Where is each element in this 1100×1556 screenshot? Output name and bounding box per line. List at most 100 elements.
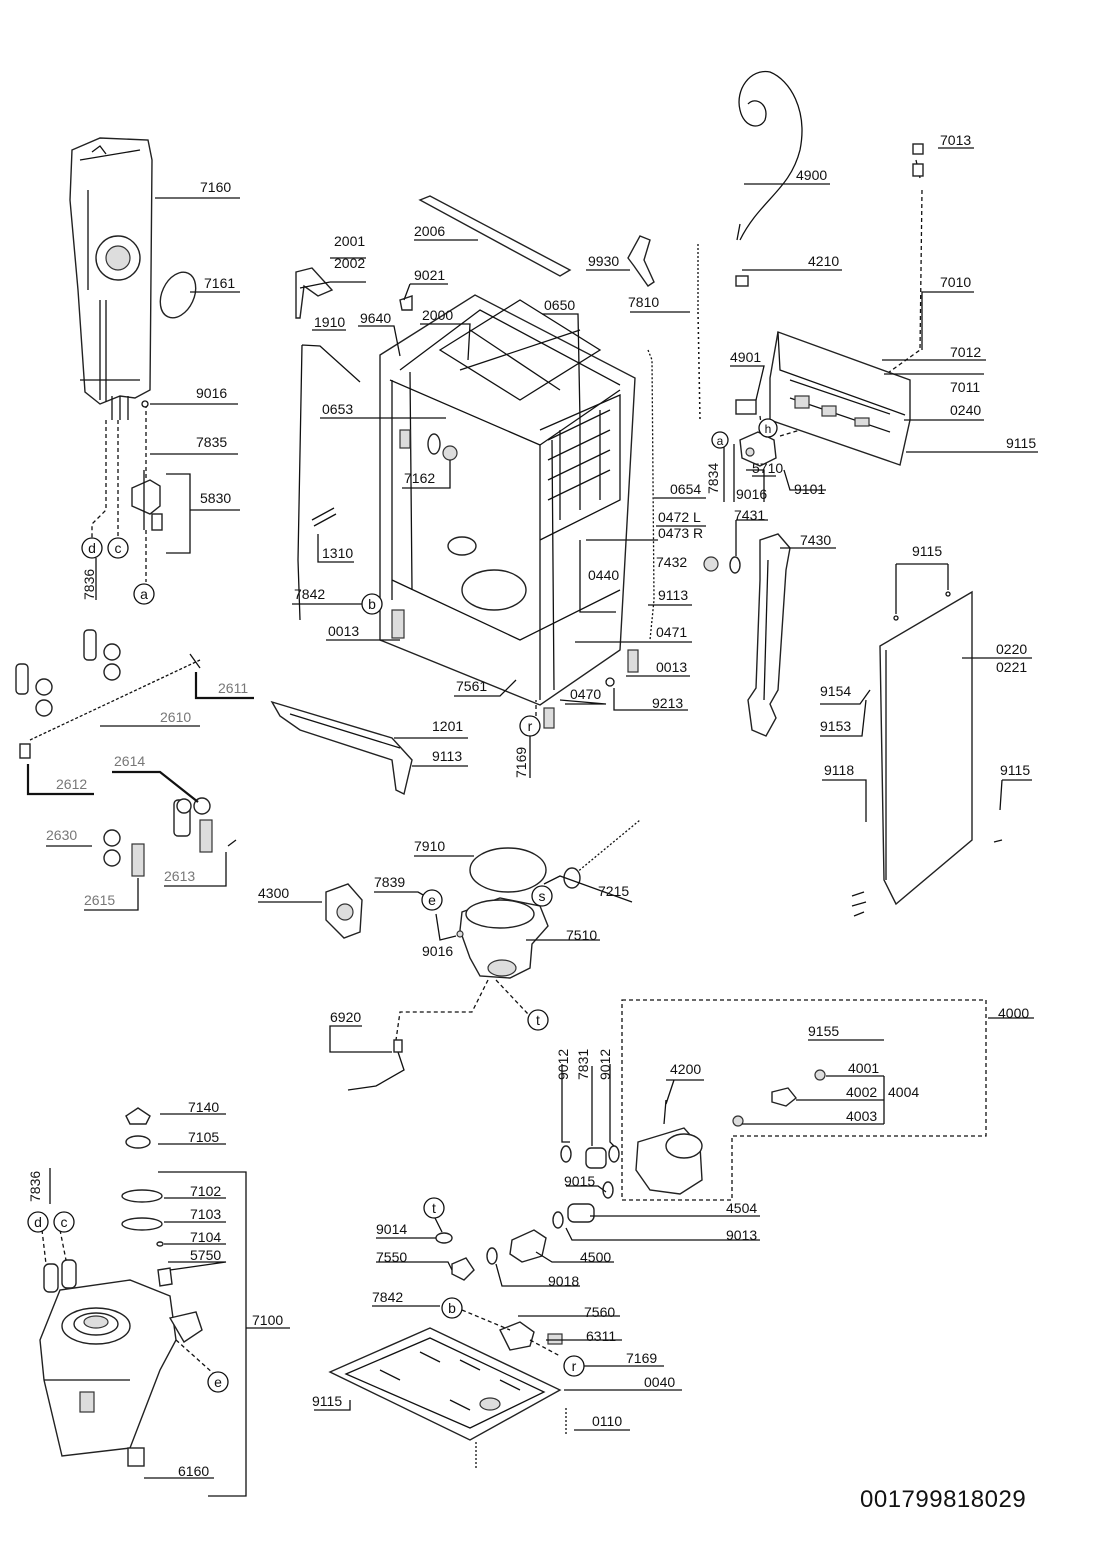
part-label-9213: 9213	[652, 695, 683, 711]
part-label-4300: 4300	[258, 885, 289, 901]
part-label-2001: 2001	[334, 233, 365, 249]
part-label-1201: 1201	[432, 718, 463, 734]
part-label-5710: 5710	[752, 460, 783, 476]
part-label-0221: 0221	[996, 659, 1027, 675]
sump-7510	[459, 897, 549, 979]
part-label-7836: 7836	[81, 569, 97, 600]
part-label-7432: 7432	[656, 554, 687, 570]
spray-arm-7430	[747, 533, 791, 737]
part-label-9101: 9101	[794, 481, 825, 497]
pump-parts-4001	[732, 1069, 826, 1127]
part-label-9115: 9115	[912, 543, 942, 559]
part-label-7013: 7013	[940, 132, 971, 148]
part-label-7836: 7836	[27, 1171, 43, 1202]
part-label-9155: 9155	[808, 1023, 839, 1039]
heat-exchanger-7160	[69, 137, 153, 420]
part-label-4200: 4200	[670, 1061, 701, 1077]
drain-hose-6920	[347, 1039, 405, 1091]
valve-5710	[739, 431, 777, 467]
connector-r: r	[528, 718, 533, 734]
part-label-9113: 9113	[658, 587, 688, 603]
rails-1910	[297, 344, 361, 621]
gasket-7161	[159, 271, 197, 319]
diagram-code: 001799818029	[860, 1486, 1027, 1513]
part-label-7169: 7169	[513, 747, 529, 778]
part-label-7510: 7510	[566, 927, 597, 943]
part-label-7842: 7842	[372, 1289, 403, 1305]
part-label-0013: 0013	[328, 623, 359, 639]
connector-s: s	[539, 888, 546, 904]
part-label-4500: 4500	[580, 1249, 611, 1265]
part-label-4210: 4210	[808, 253, 839, 269]
seal-ring-7910	[469, 847, 547, 893]
part-label-0470: 0470	[570, 686, 601, 702]
connector-a: a	[717, 434, 724, 448]
hose-7215	[563, 819, 641, 889]
connector-c: c	[115, 540, 122, 556]
part-label-7431: 7431	[734, 507, 765, 523]
part-label-5830: 5830	[200, 490, 231, 506]
part-label-4000: 4000	[998, 1005, 1029, 1021]
part-label-1910: 1910	[314, 314, 345, 330]
part-label-7100: 7100	[252, 1312, 283, 1328]
part-label-0472: 0472 L	[658, 509, 701, 525]
base-0040	[328, 1327, 562, 1441]
clip-2614	[103, 797, 237, 877]
part-label-9640: 9640	[360, 310, 391, 326]
part-label-9115: 9115	[312, 1393, 342, 1409]
part-label-9016: 9016	[196, 385, 227, 401]
part-label-7104: 7104	[190, 1229, 221, 1245]
part-label-2614: 2614	[114, 753, 145, 769]
part-label-4901: 4901	[730, 349, 761, 365]
part-label-5750: 5750	[190, 1247, 221, 1263]
part-label-7169: 7169	[626, 1350, 657, 1366]
part-label-7810: 7810	[628, 294, 659, 310]
part-label-7162: 7162	[404, 470, 435, 486]
connector-r: r	[572, 1358, 577, 1374]
part-label-7835: 7835	[196, 434, 227, 450]
part-label-9153: 9153	[820, 718, 851, 734]
roller-set	[15, 629, 121, 759]
hose-parts	[435, 1145, 620, 1281]
part-label-7161: 7161	[204, 275, 235, 291]
seal-0654	[647, 349, 655, 641]
connector-letters: d c a b r a h e s t t b r d c e	[34, 422, 771, 1390]
part-label-7160: 7160	[200, 179, 231, 195]
connector-e: e	[428, 892, 436, 908]
seal-9930	[627, 235, 655, 287]
connector-e: e	[214, 1374, 222, 1390]
part-label-4001: 4001	[848, 1060, 879, 1076]
door-panel-0220	[879, 590, 973, 906]
part-label-0013: 0013	[656, 659, 687, 675]
part-label-2630: 2630	[46, 827, 77, 843]
part-label-7215: 7215	[598, 883, 629, 899]
part-label-7011: 7011	[950, 379, 980, 395]
gear-7432	[703, 556, 719, 572]
part-label-2612: 2612	[56, 776, 87, 792]
heater-pump-4300	[325, 883, 363, 939]
connector-c: c	[61, 1214, 68, 1230]
part-label-2611: 2611	[218, 680, 248, 696]
part-label-0220: 0220	[996, 641, 1027, 657]
part-label-6311: 6311	[586, 1328, 616, 1344]
part-label-2615: 2615	[84, 892, 115, 908]
part-label-4900: 4900	[796, 167, 827, 183]
part-label-6920: 6920	[330, 1009, 361, 1025]
part-label-7842: 7842	[294, 586, 325, 602]
hose-4900	[736, 70, 803, 241]
part-label-0240: 0240	[950, 402, 981, 418]
part-label-9016: 9016	[422, 943, 453, 959]
part-label-7560: 7560	[584, 1304, 615, 1320]
part-label-7430: 7430	[800, 532, 831, 548]
connector-circles	[27, 418, 778, 1393]
part-labels: 7160 7161 9016 7835 5830 7836 2001 2002 …	[27, 132, 1036, 1479]
part-label-2002: 2002	[334, 255, 365, 271]
part-label-0040: 0040	[644, 1374, 675, 1390]
part-label-4003: 4003	[846, 1108, 877, 1124]
heater-body-7100	[39, 1259, 203, 1457]
part-label-0471: 0471	[656, 624, 687, 640]
part-label-7010: 7010	[940, 274, 971, 290]
valve-5830	[131, 470, 163, 531]
connector-h: h	[765, 422, 772, 436]
part-label-7140: 7140	[188, 1099, 219, 1115]
